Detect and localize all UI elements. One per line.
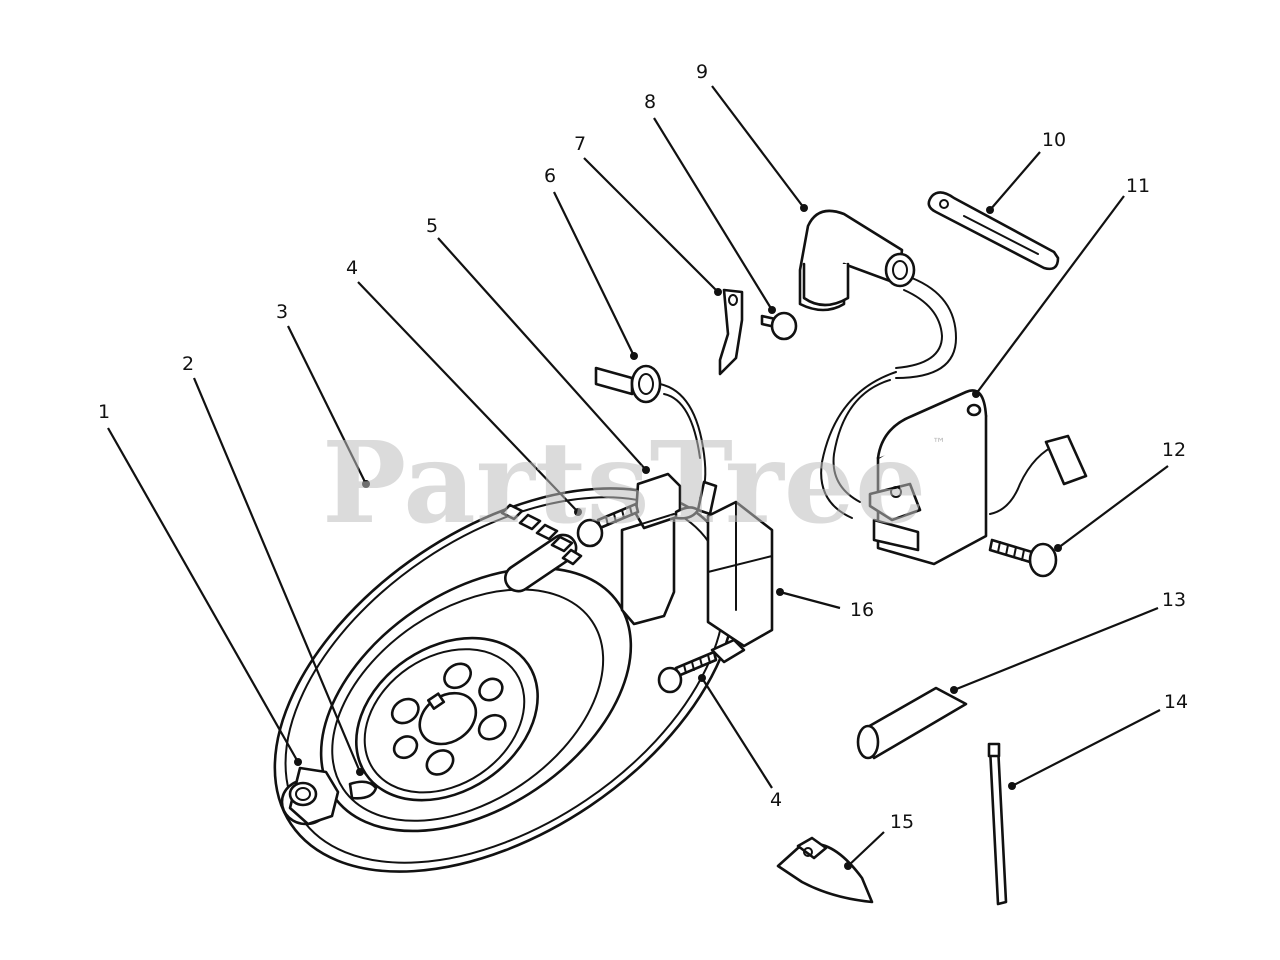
callout-2: 2 — [182, 353, 194, 375]
ht-lead-icon — [820, 277, 958, 519]
sleeve-icon — [856, 686, 968, 760]
callout-4-lower: 4 — [770, 789, 782, 811]
callout-9: 9 — [696, 61, 708, 83]
armature-icon — [706, 500, 774, 664]
screw-icon — [657, 650, 718, 694]
callout-14: 14 — [1164, 691, 1188, 713]
watermark: PartsTree — [322, 418, 926, 549]
callout-16: 16 — [850, 599, 874, 621]
callout-7: 7 — [574, 133, 586, 155]
callout-6: 6 — [544, 165, 556, 187]
callout-3: 3 — [276, 301, 288, 323]
callout-4: 4 — [346, 257, 358, 279]
callout-8: 8 — [644, 91, 656, 113]
callout-11: 11 — [1126, 175, 1150, 197]
spark-plug-boot-icon — [798, 209, 916, 312]
flange-nut-icon — [280, 766, 340, 826]
callout-10: 10 — [1042, 129, 1066, 151]
bracket-icon — [718, 288, 744, 376]
cable-tie-icon — [987, 742, 1008, 906]
ground-strap-icon — [927, 191, 1060, 271]
flywheel-icon — [273, 487, 737, 873]
ignition-module-icon — [620, 472, 700, 626]
callout-5: 5 — [426, 215, 438, 237]
screw-icon — [988, 538, 1058, 578]
callout-15: 15 — [890, 811, 914, 833]
callout-1: 1 — [98, 401, 110, 423]
magnet-slots-icon — [500, 503, 583, 566]
callout-12: 12 — [1162, 439, 1186, 461]
grommet-icon — [594, 364, 718, 516]
clip-icon — [776, 836, 874, 904]
watermark-trademark: ™ — [932, 436, 946, 452]
screw-icon — [576, 502, 640, 548]
ignition-coil-icon — [868, 389, 1088, 566]
woodruff-key-icon — [348, 780, 378, 800]
leader-lines — [107, 85, 1169, 870]
screw-icon — [760, 311, 798, 341]
callout-13: 13 — [1162, 589, 1186, 611]
